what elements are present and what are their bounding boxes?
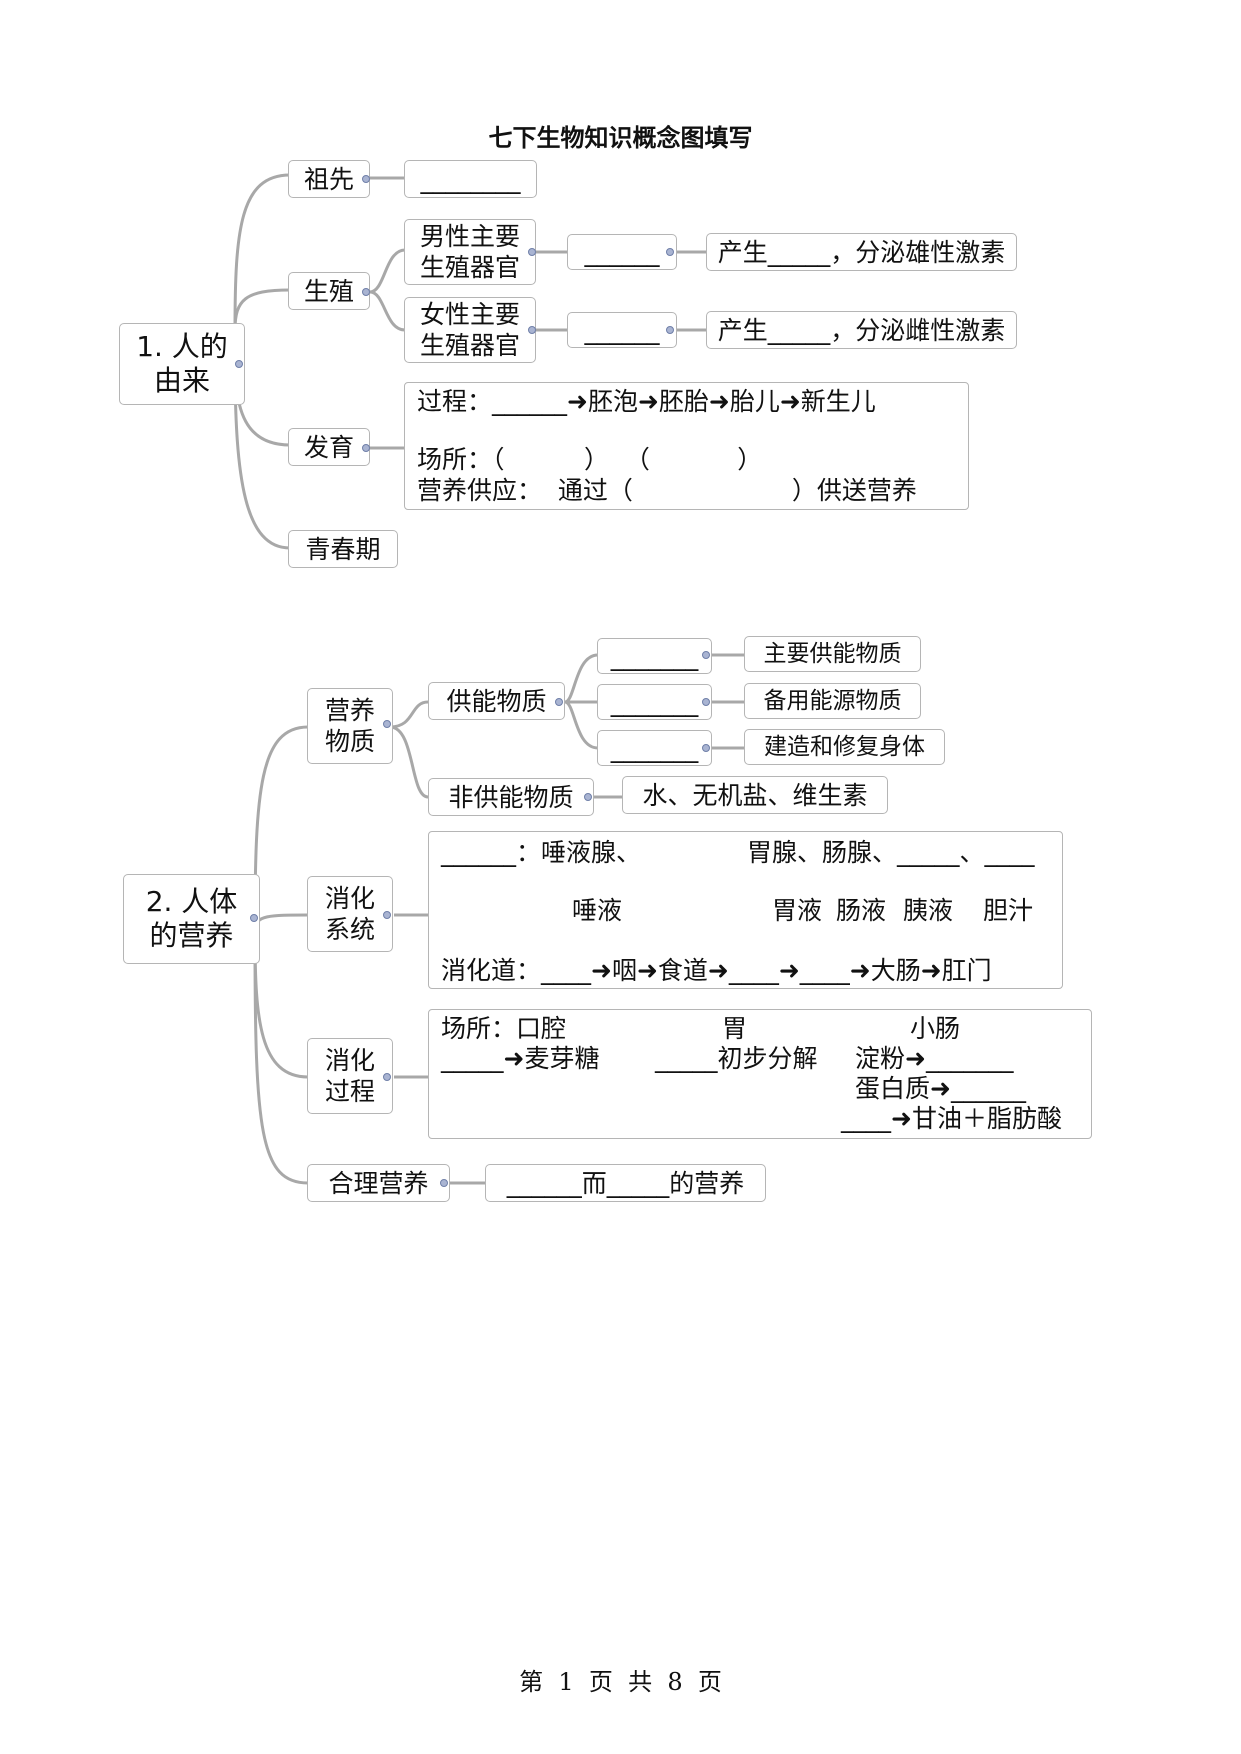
- node-digestion-process[interactable]: 消化 过程: [307, 1038, 393, 1114]
- saliva-label: 唾液: [572, 896, 623, 925]
- root-node-human-origin[interactable]: 1. 人的 由来: [119, 323, 245, 405]
- collapse-icon[interactable]: [528, 326, 536, 334]
- ancestor-blank[interactable]: ________: [404, 160, 537, 198]
- node-digestive-system[interactable]: 消化 系统: [307, 876, 393, 952]
- energy-desc-3[interactable]: 建造和修复身体: [744, 729, 945, 765]
- collapse-icon[interactable]: [555, 698, 563, 706]
- gastric-juice-label: 胃液: [772, 896, 823, 925]
- male-organ-blank[interactable]: ______: [567, 234, 677, 270]
- development-process: 过程：______➜胚泡➜胚胎➜胎儿➜新生儿: [417, 387, 876, 416]
- mouth-digestion: _____➜麦芽糖: [441, 1044, 600, 1073]
- node-reproduction[interactable]: 生殖: [288, 272, 370, 310]
- fat-digestion: ____➜甘油＋脂肪酸: [841, 1104, 1062, 1133]
- development-place: 场所：（ ） （ ）: [417, 445, 763, 474]
- collapse-icon[interactable]: [528, 248, 536, 256]
- collapse-icon[interactable]: [383, 720, 391, 728]
- digestive-tract: 消化道：____➜咽➜食道➜____➜____➜大肠➜肛门: [441, 956, 992, 985]
- female-organ-function[interactable]: 产生_____，分泌雌性激素: [706, 311, 1017, 349]
- node-nutrients[interactable]: 营养 物质: [307, 688, 393, 764]
- collapse-icon[interactable]: [250, 914, 258, 922]
- node-balanced-nutrition[interactable]: 合理营养: [307, 1164, 450, 1202]
- balanced-nutrition-desc[interactable]: ______而_____的营养: [485, 1164, 766, 1202]
- digestion-place-stomach: 胃: [722, 1014, 748, 1043]
- male-organ-function[interactable]: 产生_____，分泌雄性激素: [706, 233, 1017, 271]
- collapse-icon[interactable]: [383, 1073, 391, 1081]
- node-development[interactable]: 发育: [288, 428, 370, 466]
- digestion-place-mouth: 场所：口腔: [441, 1014, 567, 1043]
- page-title: 七下生物知识概念图填写: [488, 123, 753, 152]
- collapse-icon[interactable]: [702, 698, 710, 706]
- node-puberty[interactable]: 青春期: [288, 530, 398, 568]
- collapse-icon[interactable]: [362, 175, 370, 183]
- energy-blank-1[interactable]: _______: [597, 638, 712, 674]
- female-organ-blank[interactable]: ______: [567, 312, 677, 348]
- collapse-icon[interactable]: [666, 248, 674, 256]
- digestive-glands-right: 胃腺、肠腺、_____、____: [747, 838, 1035, 867]
- collapse-icon[interactable]: [383, 911, 391, 919]
- node-non-energy-substances[interactable]: 非供能物质: [428, 778, 594, 816]
- digestive-glands-left: ______：唾液腺、: [441, 838, 642, 867]
- development-panel: 过程：______➜胚泡➜胚胎➜胎儿➜新生儿 场所：（ ） （ ） 营养供应： …: [404, 382, 969, 510]
- collapse-icon[interactable]: [584, 793, 592, 801]
- node-energy-substances[interactable]: 供能物质: [428, 682, 565, 720]
- non-energy-desc[interactable]: 水、无机盐、维生素: [622, 776, 888, 814]
- collapse-icon[interactable]: [666, 326, 674, 334]
- energy-blank-3[interactable]: _______: [597, 730, 712, 766]
- collapse-icon[interactable]: [440, 1179, 448, 1187]
- energy-desc-1[interactable]: 主要供能物质: [744, 636, 921, 672]
- development-nutrition: 营养供应： 通过（ ）供送营养: [417, 476, 917, 505]
- node-female-organ[interactable]: 女性主要 生殖器官: [404, 297, 536, 363]
- collapse-icon[interactable]: [702, 744, 710, 752]
- node-ancestor[interactable]: 祖先: [288, 160, 370, 198]
- node-male-organ[interactable]: 男性主要 生殖器官: [404, 219, 536, 285]
- digestive-system-panel: ______：唾液腺、 胃腺、肠腺、_____、____ 唾液 胃液 肠液 胰液…: [428, 831, 1063, 989]
- collapse-icon[interactable]: [702, 651, 710, 659]
- digestion-place-small-intestine: 小肠: [910, 1014, 961, 1043]
- energy-desc-2[interactable]: 备用能源物质: [744, 683, 921, 719]
- collapse-icon[interactable]: [362, 288, 370, 296]
- digestion-process-panel: 场所：口腔 胃 小肠 _____➜麦芽糖 _____初步分解 淀粉➜______…: [428, 1009, 1092, 1139]
- bile-label: 胆汁: [983, 896, 1034, 925]
- root-node-human-nutrition[interactable]: 2. 人体 的营养: [123, 874, 260, 964]
- pancreatic-juice-label: 胰液: [903, 896, 954, 925]
- starch-digestion: 淀粉➜_______: [855, 1044, 1014, 1073]
- page-footer: 第 1 页 共 8 页: [519, 1668, 722, 1696]
- protein-digestion: 蛋白质➜______: [855, 1074, 1026, 1103]
- collapse-icon[interactable]: [235, 360, 243, 368]
- collapse-icon[interactable]: [362, 444, 370, 452]
- intestinal-juice-label: 肠液: [836, 896, 887, 925]
- energy-blank-2[interactable]: _______: [597, 684, 712, 720]
- stomach-digestion: _____初步分解: [655, 1044, 818, 1073]
